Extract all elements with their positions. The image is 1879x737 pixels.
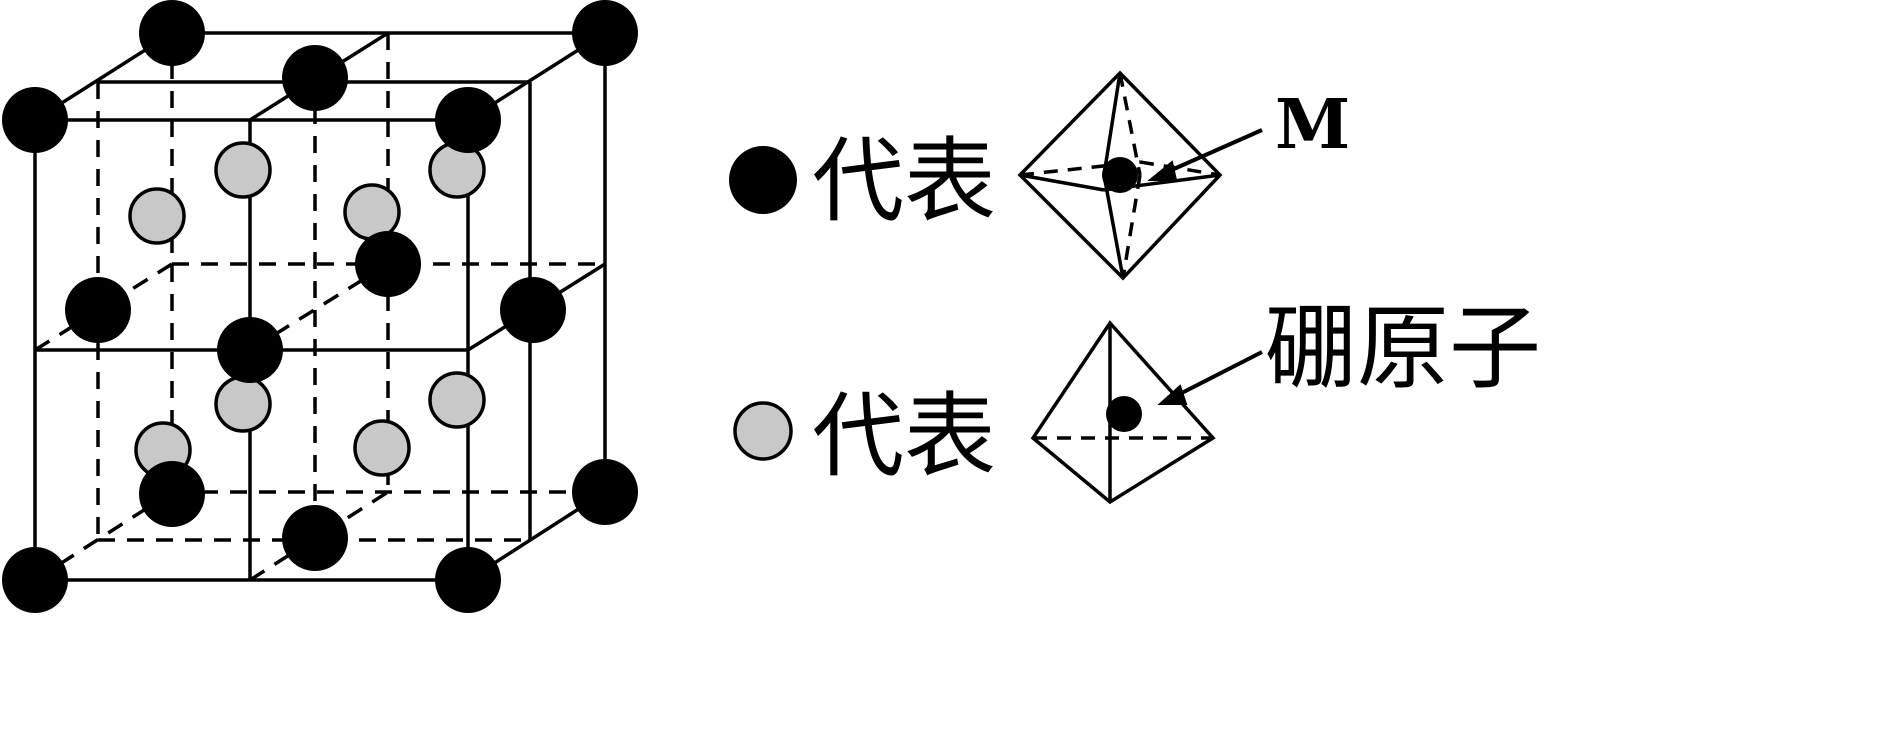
black-atoms xyxy=(2,0,638,613)
legend-gray-atom-label: 代表 xyxy=(812,383,996,490)
black-atom xyxy=(355,231,421,297)
gray-atom xyxy=(343,183,401,241)
black-atom xyxy=(282,45,348,111)
black-atom xyxy=(2,87,68,153)
black-atom xyxy=(435,87,501,153)
legend-gray-atom xyxy=(733,401,793,461)
black-atom xyxy=(65,277,131,343)
legend-black-atom xyxy=(729,146,797,214)
metal-label: M xyxy=(1275,85,1350,165)
black-atom xyxy=(217,317,283,383)
legend: 代表 M 代表 硼原子 xyxy=(729,70,1541,505)
metal-arrow-icon xyxy=(1147,128,1263,181)
boron-arrow-icon xyxy=(1157,350,1263,405)
black-atom xyxy=(572,0,638,66)
black-atom xyxy=(572,459,638,525)
gray-atom xyxy=(214,141,272,199)
boron-label: 硼原子 xyxy=(1265,295,1541,402)
black-atom xyxy=(139,0,205,66)
gray-atoms xyxy=(128,141,486,479)
legend-black-atom-label: 代表 xyxy=(812,128,996,235)
boron-atom-dot xyxy=(1106,396,1142,432)
black-atom xyxy=(139,461,205,527)
metal-atom-dot xyxy=(1102,157,1138,193)
black-atom xyxy=(435,547,501,613)
gray-atom xyxy=(214,375,272,433)
black-atom xyxy=(282,505,348,571)
black-atom xyxy=(500,277,566,343)
gray-atom xyxy=(428,371,486,429)
gray-atom xyxy=(128,187,186,245)
gray-atom xyxy=(353,419,411,477)
black-atom xyxy=(2,547,68,613)
unit-cell xyxy=(2,0,638,613)
octahedron-icon xyxy=(1017,70,1223,281)
